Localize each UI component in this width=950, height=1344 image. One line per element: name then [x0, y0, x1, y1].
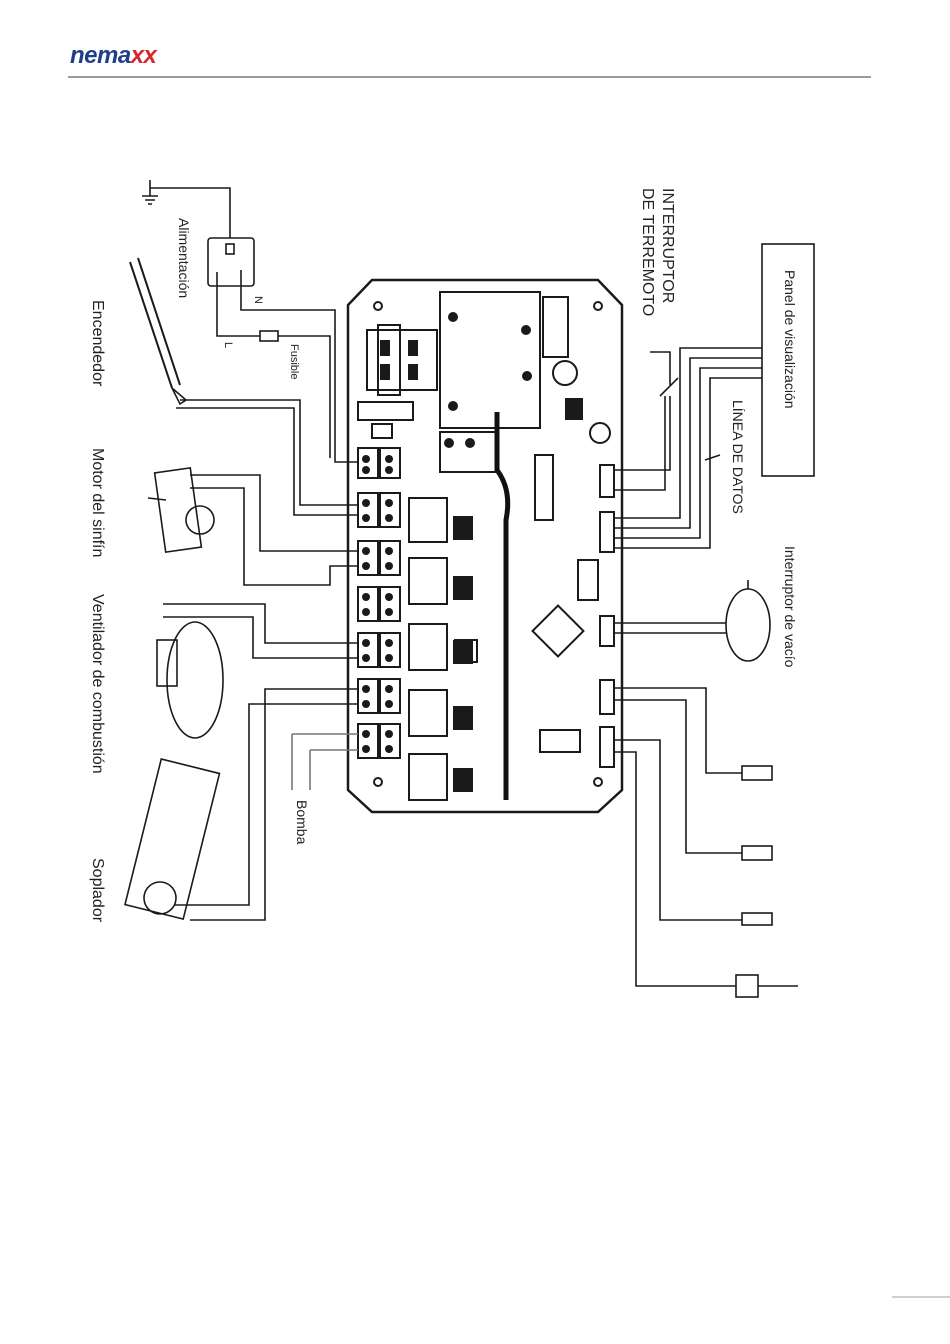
label-interruptor-terremoto-2: DE TERREMOTO	[638, 188, 656, 316]
power-plug	[208, 238, 254, 286]
sensor-1	[742, 766, 772, 780]
label-ventilador: Ventilador de combustión	[88, 594, 106, 774]
label-bomba: Bomba	[294, 800, 310, 844]
auger-motor	[155, 468, 202, 552]
sensor-3	[742, 913, 772, 925]
label-linea-datos: LÍNEA DE DATOS	[730, 400, 746, 514]
fuse	[260, 331, 278, 341]
label-n: N	[252, 296, 264, 304]
blower	[125, 759, 220, 919]
label-motor-sinfin: Motor del sinfín	[88, 448, 106, 557]
vacuum-switch	[726, 589, 770, 661]
page-tab	[892, 1296, 950, 1298]
label-panel-visualizacion: Panel de visualización	[782, 270, 798, 409]
label-soplador: Soplador	[88, 858, 106, 922]
label-alimentacion: Alimentación	[176, 218, 192, 298]
label-interruptor-terremoto-1: INTERRUPTOR	[658, 188, 676, 303]
label-fusible: Fusible	[288, 344, 300, 379]
sensor-2	[742, 846, 772, 860]
label-l: L	[222, 342, 234, 348]
label-encendedor: Encendedor	[88, 300, 106, 386]
sensor-4	[736, 975, 758, 997]
label-interruptor-vacio: Interruptor de vacío	[782, 546, 798, 667]
